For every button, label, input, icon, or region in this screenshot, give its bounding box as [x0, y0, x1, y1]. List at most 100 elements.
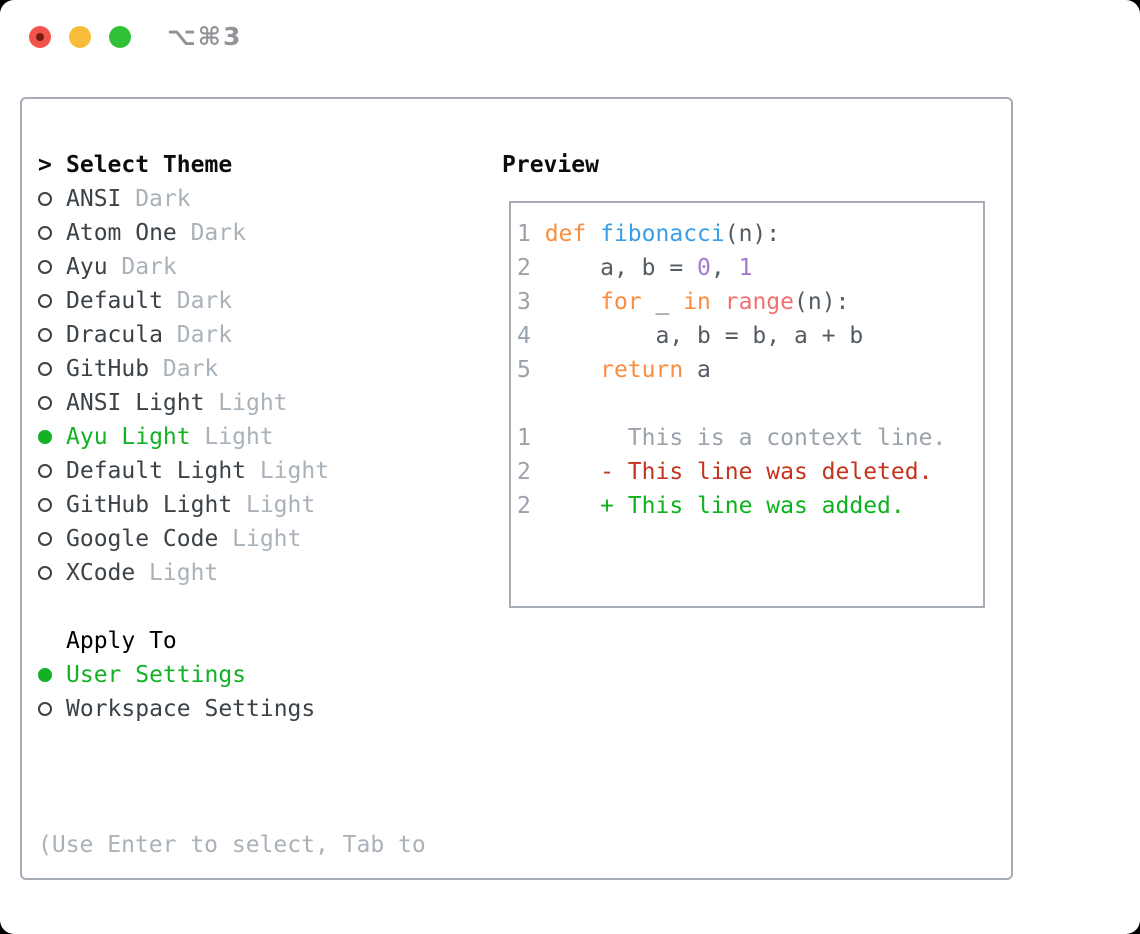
radio-icon	[38, 532, 66, 546]
radio-selected-icon	[38, 430, 66, 444]
code-token-plain	[586, 221, 600, 247]
radio-icon	[38, 328, 66, 342]
code-token-added: + This line was added.	[544, 493, 905, 519]
item-variant-label: Dark	[190, 220, 246, 246]
preview-code-line: 1 This is a context line.	[517, 421, 983, 455]
preview-code-line: 1 def fibonacci(n):	[517, 217, 983, 251]
radio-icon	[38, 566, 66, 580]
item-variant-label: Light	[149, 560, 219, 586]
item-variant-label: Dark	[135, 186, 191, 212]
preview-code-line: 3 for _ in range(n):	[517, 285, 983, 319]
item-label: Ayu	[66, 254, 108, 280]
code-token-plain	[545, 357, 600, 383]
item-label: Atom One	[66, 220, 177, 246]
code-token-gutter: 2	[517, 459, 545, 485]
code-token-keyword: def	[544, 221, 587, 247]
item-variant-label: Light	[204, 424, 274, 450]
apply-option-workspace-settings[interactable]: Workspace Settings	[38, 692, 426, 726]
item-label: GitHub Light	[66, 492, 233, 518]
item-label: GitHub	[66, 356, 150, 382]
code-token-plain: ,	[710, 255, 739, 281]
theme-item-default[interactable]: Default Dark	[38, 284, 426, 318]
radio-icon	[38, 260, 66, 274]
code-token-deleted: - This line was deleted.	[544, 459, 933, 485]
preview-column: Preview 1 def fibonacci(n):2 a, b = 0, 1…	[502, 148, 985, 608]
apply-option-user-settings[interactable]: User Settings	[38, 658, 426, 692]
theme-item-ayu[interactable]: Ayu Dark	[38, 250, 426, 284]
code-token-keyword: in	[683, 289, 711, 315]
theme-item-ansi[interactable]: ANSI Dark	[38, 182, 426, 216]
item-label: Default	[66, 288, 163, 314]
radio-icon	[38, 396, 66, 410]
item-variant-label: Dark	[121, 254, 177, 280]
theme-item-ayu-light[interactable]: Ayu Light Light	[38, 420, 426, 454]
item-label: User Settings	[66, 662, 247, 688]
close-button[interactable]	[29, 26, 51, 48]
code-token-special: range	[724, 289, 794, 315]
code-token-keyword: for	[600, 289, 642, 315]
hint-line-2: change focus)	[38, 930, 426, 934]
code-token-keyword: return	[600, 357, 684, 383]
select-theme-header: > Select Theme	[38, 148, 426, 182]
code-token-gutter: 4	[517, 323, 545, 349]
theme-item-google-code[interactable]: Google Code Light	[38, 522, 426, 556]
item-variant-label: Light	[218, 390, 288, 416]
apply-to-title: Apply To	[66, 628, 177, 654]
preview-code-line: 2 + This line was added.	[517, 489, 983, 523]
code-token-gutter: 1	[517, 425, 545, 451]
item-variant-label: Dark	[162, 356, 219, 382]
apply-to-header: Apply To	[38, 624, 426, 658]
minimize-button[interactable]	[69, 26, 91, 48]
radio-selected-icon	[38, 668, 66, 682]
preview-code-line: 2 - This line was deleted.	[517, 455, 983, 489]
item-label: Google Code	[66, 526, 219, 552]
code-token-context: This is a context line.	[544, 425, 947, 451]
radio-icon	[38, 192, 66, 206]
code-token-plain: a, b = b, a + b	[544, 323, 864, 349]
code-token-plain: a, b =	[544, 255, 698, 281]
item-variant-label: Light	[232, 526, 302, 552]
preview-code-line: 5 return a	[517, 353, 983, 387]
item-label: Default Light	[66, 458, 247, 484]
theme-item-github-light[interactable]: GitHub Light Light	[38, 488, 426, 522]
code-token-gutter: 3	[517, 289, 545, 315]
cursor-char: >	[38, 152, 52, 178]
item-label: ANSI	[66, 186, 122, 212]
code-token-plain: (n):	[794, 289, 850, 315]
preview-code-line: 2 a, b = 0, 1	[517, 251, 983, 285]
zoom-button[interactable]	[109, 26, 131, 48]
theme-item-github[interactable]: GitHub Dark	[38, 352, 426, 386]
item-label: Workspace Settings	[66, 696, 316, 722]
theme-item-atom-one[interactable]: Atom One Dark	[38, 216, 426, 250]
cursor-icon: >	[38, 152, 66, 178]
radio-icon	[38, 294, 66, 308]
radio-icon	[38, 464, 66, 478]
item-variant-label: Dark	[176, 322, 233, 348]
code-token-gutter: 5	[517, 357, 545, 383]
item-variant-label: Dark	[176, 288, 233, 314]
code-token-gutter: 1	[517, 221, 545, 247]
preview-code-line	[517, 387, 983, 421]
code-token-plain	[711, 289, 725, 315]
code-token-number: 1	[738, 255, 753, 281]
item-label: Ayu Light	[66, 424, 191, 450]
window-title: ⌥⌘3	[167, 22, 243, 51]
preview-code-line: 4 a, b = b, a + b	[517, 319, 983, 353]
radio-icon	[38, 226, 66, 240]
hint-text: (Use Enter to select, Tab to change focu…	[38, 760, 426, 934]
code-token-plain	[545, 289, 600, 315]
item-variant-label: Light	[245, 492, 316, 518]
code-token-number: 0	[697, 255, 711, 281]
code-token-plain: a	[683, 357, 711, 383]
